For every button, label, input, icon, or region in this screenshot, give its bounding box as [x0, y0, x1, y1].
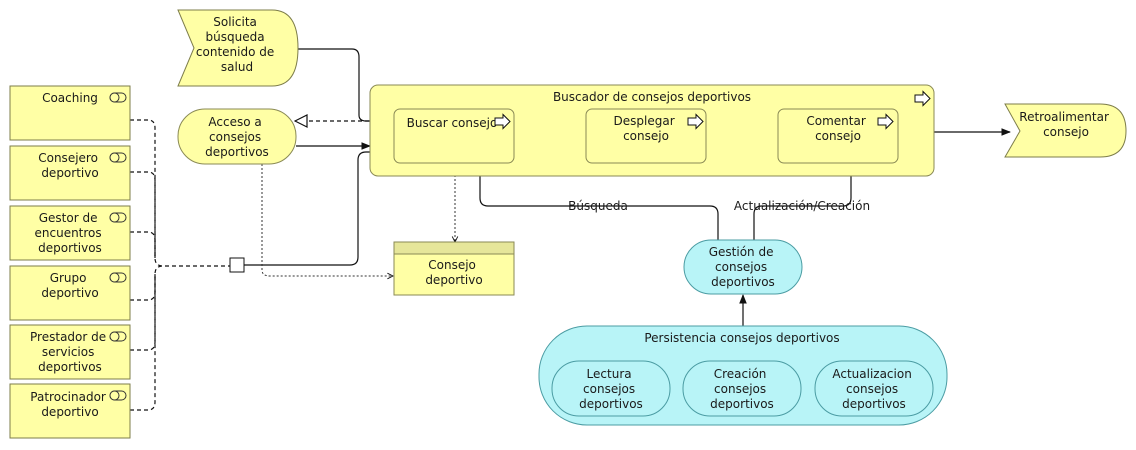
event-solicita-label: Solicita búsqueda contenido de salud: [196, 15, 278, 74]
role-icon: [109, 272, 120, 283]
label-busqueda: Búsqueda: [568, 199, 628, 213]
event-retro-label: Retroalimentar consejo: [1019, 110, 1112, 139]
flow-gestion-comentar: [753, 164, 855, 240]
event-retroalimentar[interactable]: Retroalimentar consejo: [1004, 103, 1127, 158]
process-buscar[interactable]: Buscar consejo: [393, 108, 515, 164]
link-consejero: [130, 171, 156, 258]
label-actualizacion: Actualización/Creación: [734, 199, 870, 213]
object-consejo-label: Consejo deportivo: [425, 258, 482, 287]
persistencia-title: Persistencia consejos deportivos: [644, 331, 839, 345]
service-acceso-label: Acceso a consejos deportivos: [205, 115, 269, 159]
app-lectura[interactable]: Lectura consejos deportivos: [551, 360, 671, 417]
role-coaching-label: Coaching: [42, 91, 98, 105]
process-arrow-icon: [687, 113, 704, 130]
process-comentar-label: Comentar consejo: [806, 114, 869, 143]
link-grupo: [130, 265, 164, 301]
process-desplegar[interactable]: Desplegar consejo: [585, 108, 707, 164]
role-consejero-label: Consejero deportivo: [38, 151, 102, 180]
role-grupo[interactable]: Grupo deportivo: [9, 265, 131, 321]
flow-gestion-buscar: [476, 164, 719, 240]
role-prestador[interactable]: Prestador de servicios deportivos: [9, 324, 131, 380]
role-patrocinador[interactable]: Patrocinador deportivo: [9, 383, 131, 439]
app-lectura-label: Lectura consejos deportivos: [579, 367, 643, 411]
role-gestor-label: Gestor de encuentros deportivos: [35, 211, 106, 255]
role-icon: [109, 92, 120, 103]
flow-junction-buscar: [244, 148, 394, 266]
link-patrocinador: [130, 274, 156, 411]
process-arrow-icon: [494, 113, 511, 130]
process-buscar-label: Buscar consejo: [407, 116, 498, 130]
junction: [229, 257, 245, 273]
link-prestador: [130, 274, 156, 351]
link-gestor: [130, 231, 156, 258]
role-gestor[interactable]: Gestor de encuentros deportivos: [9, 205, 131, 261]
app-actualizacion[interactable]: Actualizacion consejos deportivos: [814, 360, 934, 417]
role-coaching[interactable]: Coaching: [9, 85, 131, 141]
role-icon: [109, 212, 120, 223]
app-creacion-label: Creación consejos deportivos: [710, 367, 774, 411]
object-header: [393, 241, 515, 255]
process-desplegar-label: Desplegar consejo: [614, 114, 679, 143]
role-icon: [109, 390, 120, 401]
process-comentar[interactable]: Comentar consejo: [777, 108, 899, 164]
app-creacion[interactable]: Creación consejos deportivos: [682, 360, 802, 417]
process-arrow-icon: [877, 113, 894, 130]
role-grupo-label: Grupo deportivo: [41, 271, 98, 300]
role-icon: [109, 152, 120, 163]
service-acceso[interactable]: Acceso a consejos deportivos: [177, 108, 297, 165]
flow-acceso-consejo: [261, 164, 393, 276]
role-patrocinador-label: Patrocinador deportivo: [30, 390, 109, 419]
role-icon: [109, 331, 120, 342]
buscador-title: Buscador de consejos deportivos: [553, 90, 751, 104]
role-prestador-label: Prestador de servicios deportivos: [30, 330, 110, 374]
event-solicita[interactable]: Solicita búsqueda contenido de salud: [177, 9, 299, 87]
app-service-gestion-label: Gestión de consejos deportivos: [709, 245, 778, 289]
process-arrow-icon: [914, 90, 931, 107]
app-service-gestion[interactable]: Gestión de consejos deportivos: [683, 239, 803, 295]
role-consejero[interactable]: Consejero deportivo: [9, 145, 131, 201]
object-consejo[interactable]: Consejo deportivo: [393, 241, 515, 296]
app-actualizacion-label: Actualizacion consejos deportivos: [832, 367, 915, 411]
